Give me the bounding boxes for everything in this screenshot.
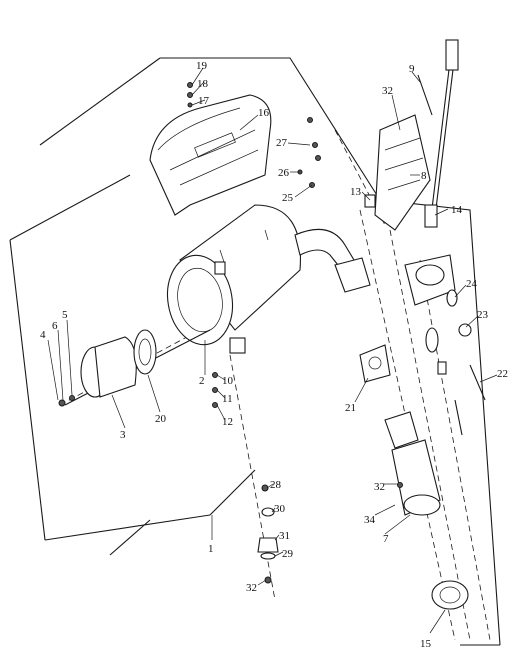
callout-4: 4: [40, 329, 46, 341]
callout-14: 14: [451, 204, 463, 216]
callout-7: 7: [383, 533, 389, 545]
exhaust-flange: [359, 254, 486, 436]
callout-32-right: 32: [374, 481, 385, 493]
assembly-frame: [9, 57, 501, 646]
callout-15: 15: [420, 638, 432, 650]
mount-hardware: [257, 484, 279, 584]
callout-23: 23: [477, 309, 489, 321]
oxygen-sensor: [417, 39, 459, 228]
callout-29: 29: [282, 548, 294, 560]
callout-31: 31: [279, 530, 290, 542]
muffler-body: [64, 204, 371, 406]
callout-25: 25: [282, 192, 294, 204]
callout-19: 19: [196, 60, 208, 72]
callout-9: 9: [409, 63, 415, 75]
inlet-cone: [58, 329, 157, 407]
callout-2: 2: [199, 375, 205, 387]
heat-shield: [149, 94, 272, 216]
callout-26: 26: [278, 167, 290, 179]
lower-pipe: [384, 411, 441, 516]
leader-lines: [47, 67, 498, 634]
callout-28: 28: [270, 479, 282, 491]
callout-20: 20: [155, 413, 167, 425]
muffler-bolts: [212, 372, 218, 408]
callout-1: 1: [208, 543, 214, 555]
catalyst-shield: [364, 114, 431, 231]
callout-18: 18: [197, 78, 209, 90]
callout-30: 30: [274, 503, 286, 515]
callout-32-left: 32: [246, 582, 257, 594]
callout-13: 13: [350, 186, 362, 198]
callout-24: 24: [466, 278, 478, 290]
callout-27: 27: [276, 137, 288, 149]
callout-34: 34: [364, 514, 376, 526]
callout-5: 5: [62, 309, 68, 321]
callout-22: 22: [497, 368, 508, 380]
callout-12: 12: [222, 416, 233, 428]
callout-labels: 19 18 17 16 27 26 25 9 32 8 13 14 24 23 …: [40, 60, 508, 650]
ring-part: [431, 580, 469, 610]
callout-16: 16: [258, 107, 270, 119]
callout-11: 11: [222, 393, 233, 405]
callout-33: 32: [382, 85, 393, 97]
callout-10: 10: [222, 375, 234, 387]
callout-17: 17: [198, 95, 210, 107]
callout-8: 8: [421, 170, 427, 182]
callout-6: 6: [52, 320, 58, 332]
callout-3: 3: [120, 429, 126, 441]
callout-21: 21: [345, 402, 356, 414]
